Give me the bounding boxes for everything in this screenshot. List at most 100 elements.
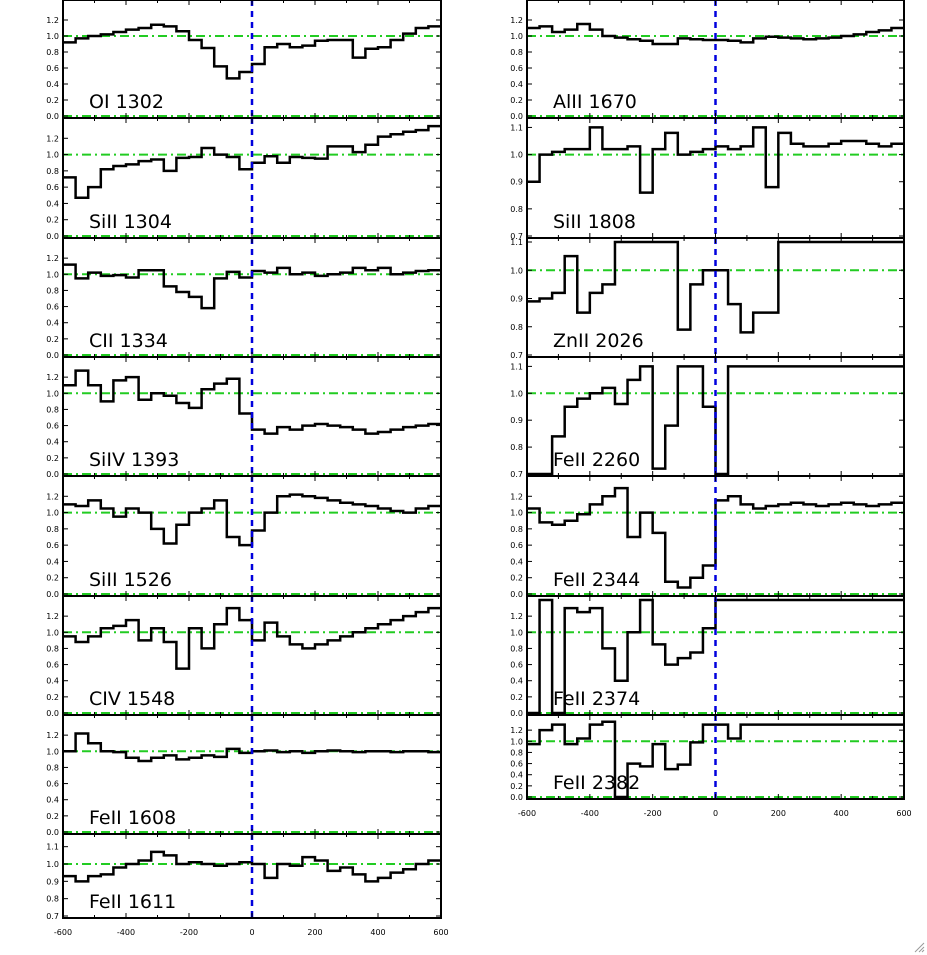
ion-label: AlII 1670	[553, 91, 637, 113]
y-tick-label: 1.0	[510, 389, 523, 398]
y-tick-label: 1.0	[46, 151, 59, 160]
x-tick-label: 400	[834, 809, 849, 818]
y-tick-label: 0.2	[46, 335, 59, 344]
y-tick-label: 0.6	[46, 183, 59, 192]
y-tick-label: 0.0	[510, 709, 523, 718]
spectrum-line	[63, 606, 441, 670]
y-tick-label: 1.0	[510, 509, 523, 518]
y-tick-label: 1.2	[510, 492, 523, 501]
y-tick-label: 1.0	[46, 389, 59, 398]
y-tick-label: 0.4	[510, 557, 523, 566]
y-tick-label: 0.7	[46, 912, 59, 921]
ion-label: SiII 1808	[553, 211, 636, 233]
y-tick-label: 0.9	[510, 295, 523, 304]
y-tick-label: 0.6	[510, 661, 523, 670]
y-tick-label: 0.8	[46, 48, 59, 57]
y-tick-label: 1.0	[510, 628, 523, 637]
y-tick-label: 1.0	[46, 747, 59, 756]
y-tick-label: 0.4	[510, 677, 523, 686]
ion-label: SiII 1304	[89, 211, 172, 233]
ion-label: FeII 2374	[553, 688, 640, 710]
y-tick-label: 0.0	[46, 470, 59, 479]
y-tick-label: 0.2	[510, 782, 523, 791]
y-tick-label: 0.8	[510, 644, 523, 653]
x-tick-label: -200	[644, 809, 662, 818]
y-tick-label: 0.0	[46, 112, 59, 121]
y-tick-label: 0.6	[510, 760, 523, 769]
y-tick-label: 1.1	[46, 843, 59, 852]
y-tick-label: 0.4	[46, 199, 59, 208]
y-tick-label: 0.4	[510, 80, 523, 89]
y-tick-label: 1.0	[510, 151, 523, 160]
x-tick-label: -600	[54, 928, 72, 937]
y-tick-label: 0.8	[46, 895, 59, 904]
x-tick-label: 600	[433, 928, 448, 937]
y-tick-label: 0.0	[46, 828, 59, 837]
y-tick-label: 1.0	[510, 266, 523, 275]
y-tick-label: 1.1	[510, 238, 523, 247]
y-tick-label: 0.6	[46, 303, 59, 312]
ion-label: FeII 2382	[553, 772, 640, 794]
y-tick-label: 0.7	[510, 351, 523, 360]
y-tick-label: 0.2	[46, 454, 59, 463]
y-tick-label: 0.8	[46, 525, 59, 534]
y-tick-label: 0.4	[46, 319, 59, 328]
y-tick-label: 0.8	[510, 748, 523, 757]
y-tick-label: 0.2	[510, 693, 523, 702]
spectrum-line	[63, 369, 441, 435]
y-tick-label: 1.0	[46, 32, 59, 41]
y-tick-label: 1.2	[46, 492, 59, 501]
ion-label: CII 1334	[89, 330, 168, 352]
y-tick-label: 1.2	[510, 612, 523, 621]
y-tick-label: 0.8	[510, 525, 523, 534]
y-tick-label: 1.2	[46, 134, 59, 143]
panel-0: 0.00.20.40.60.81.01.2OI 1302	[46, 0, 442, 121]
ion-label: FeII 2344	[553, 569, 640, 591]
y-tick-label: 0.2	[510, 96, 523, 105]
y-tick-label: 1.0	[510, 32, 523, 41]
y-tick-label: 1.0	[510, 737, 523, 746]
y-tick-label: 0.9	[46, 877, 59, 886]
spectrum-line	[63, 732, 441, 763]
x-tick-label: -600	[518, 809, 536, 818]
ion-label: CIV 1548	[89, 688, 175, 710]
spectrum-line	[63, 493, 441, 547]
spectrum-line	[63, 124, 441, 199]
y-tick-label: 0.8	[46, 167, 59, 176]
ion-label: FeII 1608	[89, 807, 176, 829]
y-tick-label: 1.2	[510, 726, 523, 735]
x-tick-label: 0	[249, 928, 254, 937]
y-tick-label: 1.1	[510, 123, 523, 132]
x-tick-label: 200	[771, 809, 786, 818]
y-tick-label: 0.6	[46, 661, 59, 670]
y-tick-label: 0.7	[510, 232, 523, 241]
y-tick-label: 0.6	[46, 541, 59, 550]
resize-grip-icon[interactable]	[913, 941, 925, 953]
y-tick-label: 0.6	[510, 64, 523, 73]
y-tick-label: 0.4	[510, 771, 523, 780]
y-tick-label: 1.2	[46, 731, 59, 740]
y-tick-label: 0.6	[46, 780, 59, 789]
y-tick-label: 1.0	[46, 628, 59, 637]
y-tick-label: 0.8	[510, 323, 523, 332]
y-tick-label: 0.2	[46, 574, 59, 583]
y-tick-label: 0.2	[46, 216, 59, 225]
y-tick-label: 0.9	[510, 416, 523, 425]
y-tick-label: 0.4	[46, 557, 59, 566]
y-tick-label: 0.0	[46, 709, 59, 718]
y-tick-label: 0.0	[510, 793, 523, 802]
x-tick-label: -200	[180, 928, 198, 937]
y-tick-label: 1.2	[46, 373, 59, 382]
x-tick-label: -400	[117, 928, 135, 937]
y-tick-label: 0.4	[46, 438, 59, 447]
